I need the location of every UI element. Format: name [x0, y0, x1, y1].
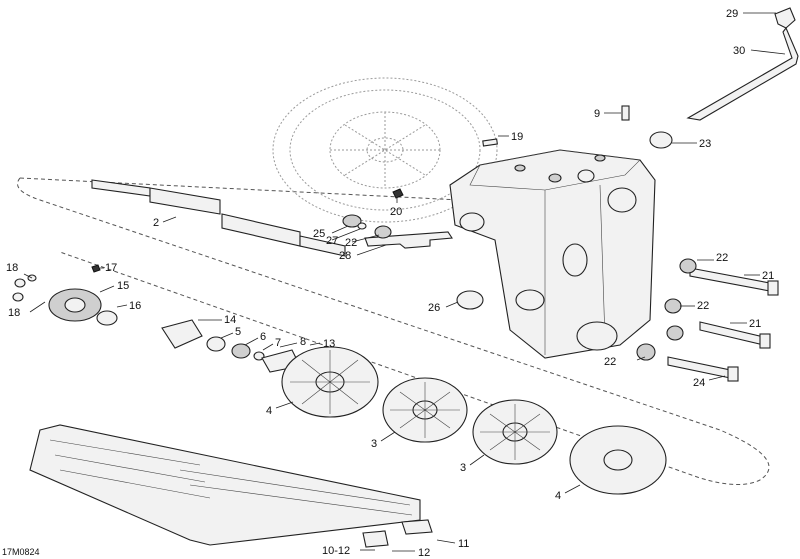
callout-29: 29 — [726, 8, 738, 20]
callout-11: 11 — [458, 538, 469, 550]
slider-12 — [362, 530, 389, 548]
callout-12: 12 — [418, 547, 430, 559]
callout-4-a: 4 — [266, 405, 272, 417]
callout-labels: 29 30 9 19 23 20 2 25 27 22 28 22 21 18 … — [6, 8, 774, 559]
leader-lines — [23, 12, 786, 552]
callout-21-a: 21 — [762, 270, 774, 282]
callout-5: 5 — [235, 326, 241, 338]
bearing-group-left — [342, 214, 392, 239]
figure-reference: 17M0824 — [2, 547, 40, 557]
callout-7: 7 — [275, 337, 281, 349]
callout-21-b: 21 — [749, 318, 761, 330]
plate-14 — [161, 319, 203, 349]
sprocket-3-b — [472, 399, 558, 465]
knob-29 — [774, 7, 796, 29]
sprocket-4-right — [569, 425, 667, 495]
screw-18-b — [12, 292, 24, 302]
housing-15-bore — [64, 297, 86, 313]
bearing-22-low — [666, 325, 684, 341]
bolt-24 — [667, 356, 739, 382]
callout-30: 30 — [733, 45, 745, 57]
callout-26: 26 — [428, 302, 440, 314]
callout-18-b: 18 — [8, 307, 20, 319]
gearbox-housing — [449, 149, 656, 359]
bearing-22-upper — [679, 258, 697, 274]
callout-13: 13 — [323, 338, 335, 350]
callout-4-b: 4 — [555, 490, 561, 502]
callout-8: 8 — [300, 336, 306, 348]
callout-17: 17 — [105, 262, 117, 274]
callout-25: 25 — [313, 228, 325, 240]
track-outline-dashed — [17, 177, 770, 485]
pulley-ghost — [272, 77, 498, 223]
callout-22-b: 22 — [716, 252, 728, 264]
nut-20 — [392, 188, 404, 199]
sprocket-3-a — [382, 377, 468, 443]
bushing-23 — [649, 131, 673, 149]
callout-16: 16 — [129, 300, 141, 312]
callout-10-12: 10-12 — [322, 545, 350, 557]
callout-18-a: 18 — [6, 262, 18, 274]
spacer-26 — [456, 290, 484, 310]
callout-22-a: 22 — [345, 237, 357, 249]
callout-24: 24 — [693, 377, 705, 389]
drive-shaft — [91, 179, 346, 257]
bearing-22-lowest — [636, 343, 656, 361]
callout-27: 27 — [326, 235, 338, 247]
key-19 — [482, 138, 498, 147]
bearing-22-mid — [664, 298, 682, 314]
callout-15: 15 — [117, 280, 129, 292]
screw-18-a — [14, 278, 26, 288]
callout-23: 23 — [699, 138, 711, 150]
lever-30 — [686, 26, 799, 121]
callout-9: 9 — [594, 108, 600, 120]
track-10-12 — [29, 424, 421, 546]
callout-22-d: 22 — [604, 356, 616, 368]
callout-20: 20 — [390, 206, 402, 218]
callout-19: 19 — [511, 131, 523, 143]
seal-16 — [96, 310, 118, 326]
callout-14: 14 — [224, 314, 236, 326]
callout-28: 28 — [339, 250, 351, 262]
pin-9 — [621, 105, 630, 121]
slider-11 — [401, 519, 433, 535]
washer-6 — [231, 343, 251, 359]
sprocket-4-left — [281, 346, 379, 418]
callout-22-c: 22 — [697, 300, 709, 312]
bolt-21-lower — [699, 321, 771, 349]
callout-2: 2 — [153, 217, 159, 229]
track-outline-dashed-upper — [19, 177, 461, 201]
shift-fork — [364, 231, 453, 249]
washer-5 — [206, 336, 226, 352]
callout-6: 6 — [260, 331, 266, 343]
callout-3-a: 3 — [371, 438, 377, 450]
nut-17 — [91, 264, 101, 273]
callout-3-b: 3 — [460, 462, 466, 474]
